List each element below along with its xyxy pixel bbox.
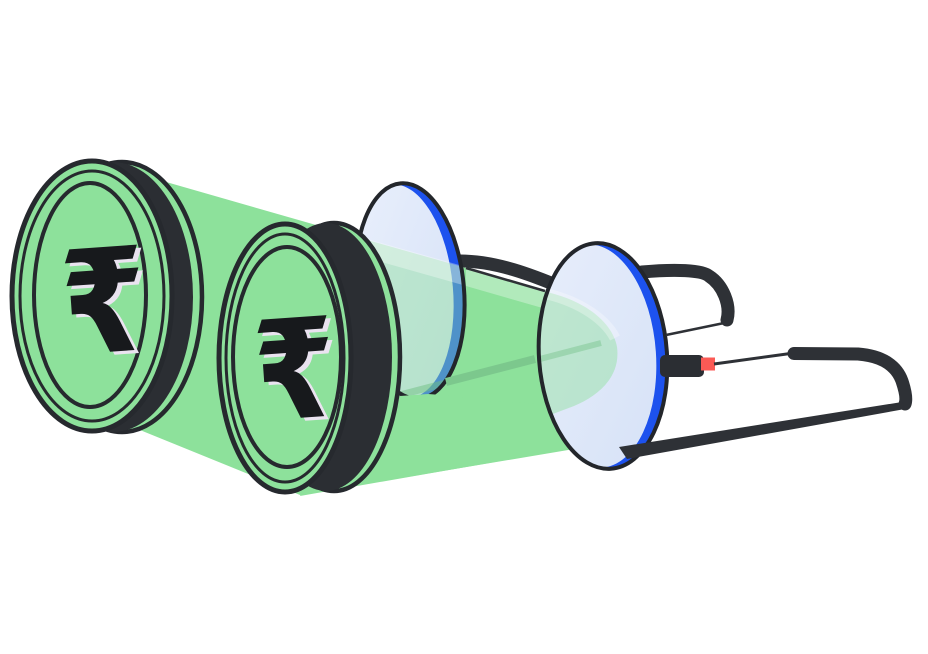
rupee-symbol-large: ₹ ₹ <box>56 216 157 393</box>
coin-small-face-rim-line <box>224 232 346 484</box>
temple-far-lower-edge-line <box>465 266 546 293</box>
coin-small-inner-ring <box>231 245 343 469</box>
temple-near-ear-hook <box>787 347 913 411</box>
coin-small-face <box>216 221 354 495</box>
temple-far-lower-edge-line-2 <box>665 320 730 337</box>
coin-large-inner-ring <box>32 181 148 409</box>
temple-near-wire <box>713 351 795 366</box>
rupee-symbol-small: ₹ ₹ <box>249 288 346 457</box>
lens-left-shadow-line <box>399 379 447 399</box>
beam-highlight-stripe <box>466 267 553 311</box>
lens-right-glass <box>531 244 657 468</box>
beam-shadow-band <box>444 355 537 386</box>
lens-right-outline <box>536 241 670 471</box>
coin-large: ₹ ₹ <box>9 158 205 435</box>
lens-right-shadow-line <box>535 340 602 363</box>
temple-far-ear-hook <box>635 263 735 327</box>
lens-right-beam-cone <box>531 290 618 421</box>
coin-small: ₹ ₹ <box>216 220 403 495</box>
coin-large-face-rim-line <box>18 169 166 423</box>
rupee-small-glyph: ₹ <box>249 288 342 454</box>
lens-left-beam-highlight <box>346 233 470 287</box>
coin-large-face <box>9 158 175 434</box>
hinge-block <box>660 355 704 377</box>
glasses-temple-near <box>619 347 913 459</box>
lens-right <box>531 238 675 474</box>
rupee-large-highlight: ₹ <box>60 219 157 393</box>
hinge-accent <box>701 357 715 371</box>
rupee-large-glyph: ₹ <box>56 216 153 390</box>
rupee-small-highlight: ₹ <box>253 291 346 457</box>
temple-near-lower-edge <box>619 402 905 459</box>
